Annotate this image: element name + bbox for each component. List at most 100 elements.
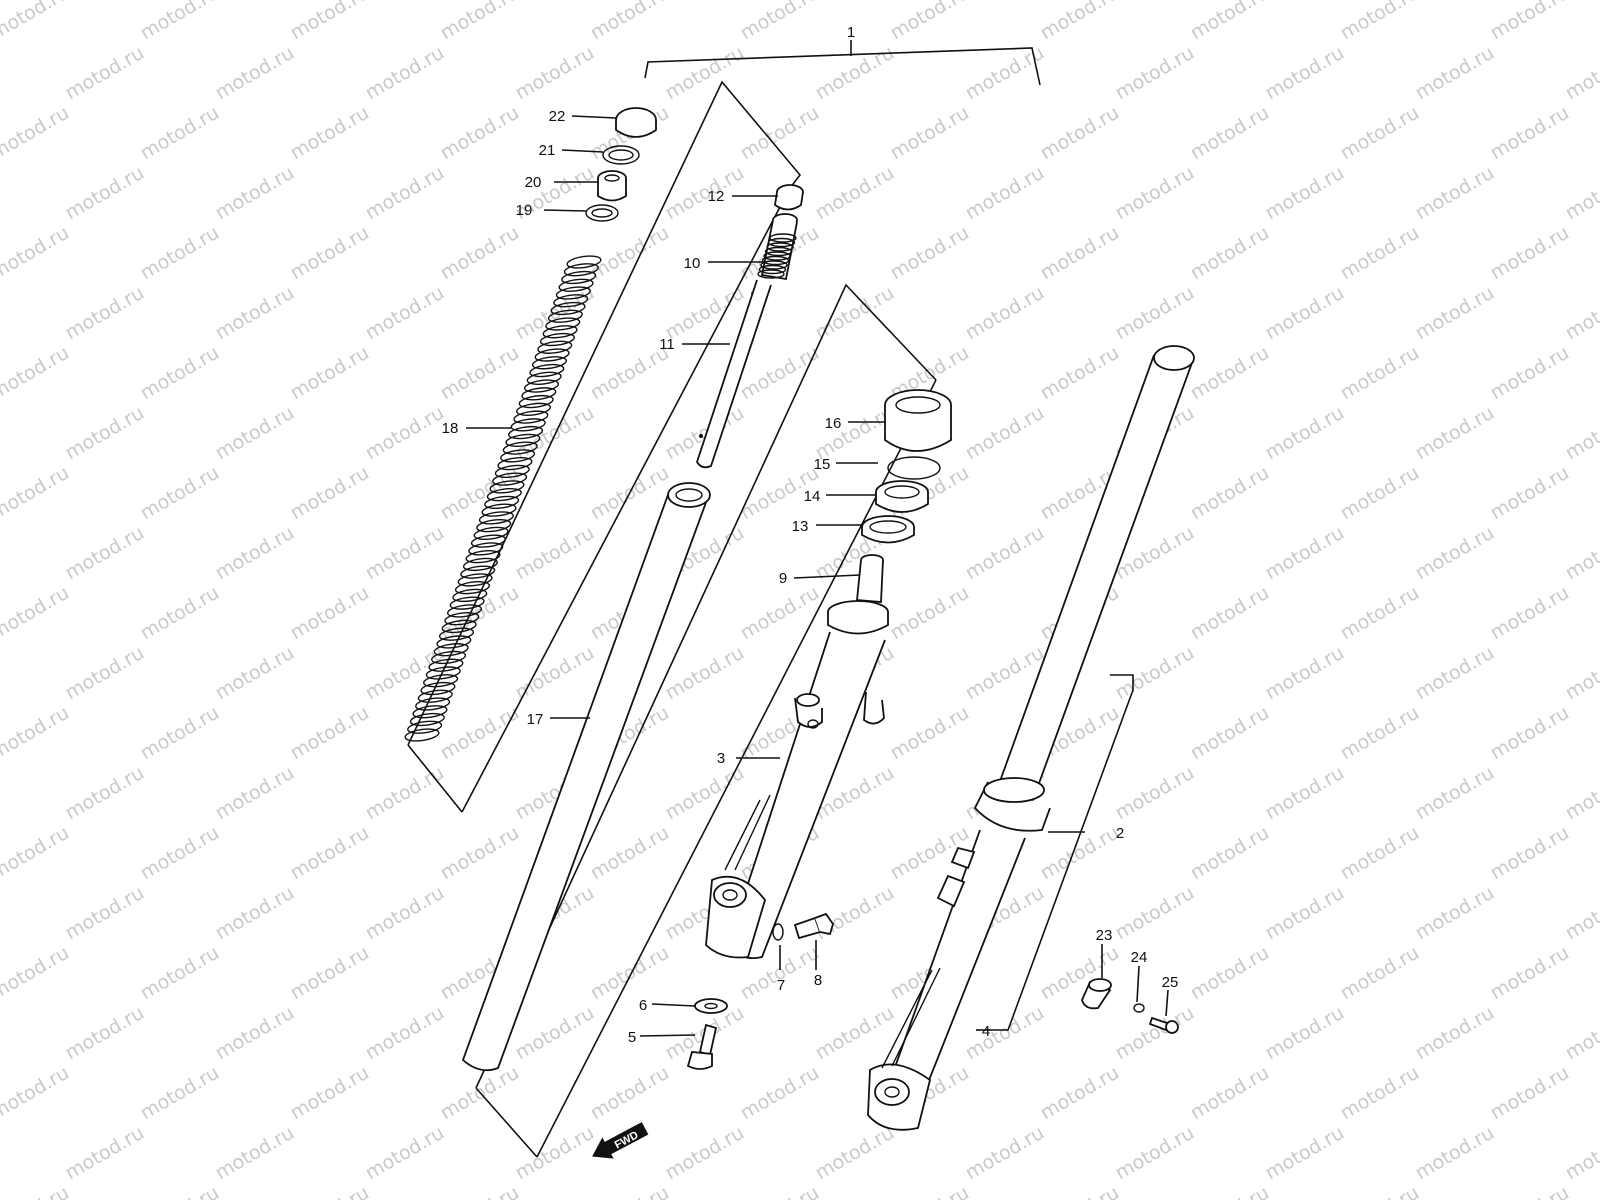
callout-18[interactable]: 18 [442,420,459,437]
watermark-text: motod.ru [1262,762,1348,825]
spring-coil [484,495,520,510]
spring-coil [438,627,475,641]
watermark-text: motod.ru [1337,342,1423,405]
callouts: 1 2 3 4 5 6 7 8 9 10 11 12 13 14 15 16 1… [442,24,1179,1046]
spring-coil [539,332,575,347]
watermark-text: motod.ru [1037,942,1123,1005]
spring-coil [494,464,530,478]
part-6-washer [694,998,728,1014]
spring-coil [513,410,549,424]
watermark-text: motod.ru [212,402,298,465]
callout-11[interactable]: 11 [659,336,675,353]
part-24-washer [1133,1003,1145,1013]
watermark-text: motod.ru [662,162,748,225]
watermark-text: motod.ru [737,582,823,645]
spring-coil [547,309,583,323]
callout-23[interactable]: 23 [1096,927,1113,944]
watermark-text: motod.ru [212,42,298,105]
spring-coil [566,255,602,269]
part-16-dust-seal [884,389,952,452]
watermark-text: motod.ru [1337,582,1423,645]
watermark-text: motod.ru [812,282,898,345]
callout-7[interactable]: 7 [777,977,785,994]
watermark-text: motod.ru [1037,222,1123,285]
watermark-text: motod.ru [1562,282,1600,345]
spring-coil [454,581,491,595]
watermark-text: motod.ru [212,882,298,945]
watermark-text: motod.ru [1487,1062,1573,1125]
rebound-spring-coil [764,246,793,257]
watermark-text: motod.ru [512,402,598,465]
callout-25[interactable]: 25 [1162,974,1179,991]
callout-6[interactable]: 6 [639,997,647,1014]
callout-14[interactable]: 14 [804,488,821,505]
watermark-text: motod.ru [737,1062,823,1125]
watermark-text: motod.ru [1337,702,1423,765]
spring-coil [531,356,568,370]
watermark-text: motod.ru [1187,1062,1273,1125]
part-4-lower-leg [867,829,1026,1131]
spring-coil [486,487,522,502]
callout-13[interactable]: 13 [792,518,809,535]
part-17-inner-tube [461,482,711,1072]
watermark-text: motod.ru [512,522,598,585]
callout-8[interactable]: 8 [814,972,822,989]
watermark-text: motod.ru [0,582,73,645]
rebound-spring-coil [767,237,796,248]
callout-4[interactable]: 4 [982,1023,990,1040]
watermark-text: motod.ru [1112,282,1198,345]
callout-9[interactable]: 9 [779,570,787,587]
callout-12[interactable]: 12 [708,188,725,205]
watermark-text: motod.ru [287,222,373,285]
watermark-text: motod.ru [1487,102,1573,165]
watermark-text: motod.ru [962,1122,1048,1185]
rebound-spring-coil [757,269,785,279]
watermark-text: motod.ru [287,942,373,1005]
callout-16[interactable]: 16 [825,415,842,432]
watermark-text: motod.ru [0,822,73,885]
callout-24[interactable]: 24 [1131,949,1148,966]
watermark-text: motod.ru [1562,1122,1600,1185]
part-7-washer [772,923,784,941]
callout-21[interactable]: 21 [539,142,556,159]
part-18-fork-spring [404,255,602,742]
watermark-text: motod.ru [1262,402,1348,465]
spring-coil [521,387,557,401]
callout-3[interactable]: 3 [717,750,725,767]
watermark-text: motod.ru [1562,402,1600,465]
watermark-text: motod.ru [437,342,523,405]
callout-1[interactable]: 1 [847,24,855,41]
watermark-text: motod.ru [1487,222,1573,285]
watermark-text: motod.ru [1412,402,1498,465]
spring-coil [492,472,528,486]
spring-coil [404,728,440,742]
watermark-text: motod.ru [1262,1122,1348,1185]
callout-10[interactable]: 10 [684,255,701,272]
spring-coil [523,379,560,393]
watermark-text: motod.ru [962,282,1048,345]
callout-22[interactable]: 22 [549,108,566,125]
part-12-nut [774,184,804,211]
callout-19[interactable]: 19 [516,202,533,219]
watermark-text: motod.ru [0,0,73,44]
part-3-outer-tube [705,631,886,960]
callout-15[interactable]: 15 [814,456,831,473]
spring-coil [465,550,501,564]
watermark-text: motod.ru [1187,102,1273,165]
part-14-oil-seal [875,480,929,513]
callout-2[interactable]: 2 [1116,825,1124,842]
callout-20[interactable]: 20 [525,174,542,191]
watermark-text: motod.ru [287,0,373,44]
watermark-text: motod.ru [962,522,1048,585]
spring-coil [476,519,512,533]
watermark-text: motod.ru [137,822,223,885]
watermark-text: motod.ru [1037,342,1123,405]
callout-17[interactable]: 17 [527,711,544,728]
watermark-text: motod.ru [1562,642,1600,705]
watermark-text: motod.ru [962,1002,1048,1065]
watermark-text: motod.ru [587,0,673,44]
watermark-text: motod.ru [1487,342,1573,405]
watermark-text: motod.ru [1187,1182,1273,1200]
rebound-spring-coil [758,264,787,275]
callout-5[interactable]: 5 [628,1029,636,1046]
